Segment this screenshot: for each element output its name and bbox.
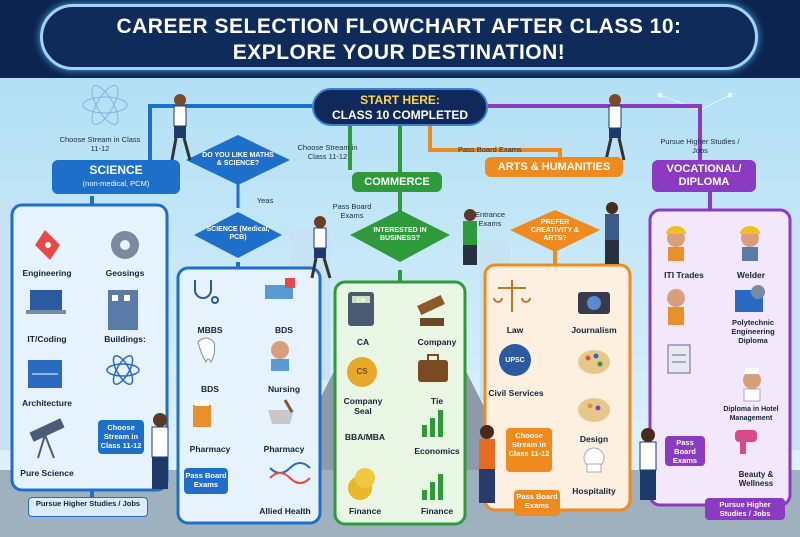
pcb-item-bds-1: BDS [254,325,314,335]
pcb-item-nursing: Nursing [254,384,314,394]
welder-icon [740,226,760,261]
pcb-item-mbbs: MBBS [180,325,240,335]
chef-hat-icon [584,448,604,472]
label-entrance: Entrance Exams [470,210,510,228]
pill-choose-left: Choose Stream in Class 11-12 [98,420,144,454]
pcb-item-pharmacy-1: Pharmacy [180,444,240,454]
commerce-item-finance-2: Finance [408,506,466,516]
commerce-item-company: Company [410,337,464,347]
pcm-item-pure-science: Pure Science [12,468,82,478]
voc-item-welder: Welder [718,270,784,280]
title-line-1: CAREER SELECTION FLOWCHART AFTER CLASS 1… [43,14,755,40]
commerce-item-tie: Tie [410,396,464,406]
laptop-icon [26,290,66,314]
calculator-ca-tag: CA [353,296,369,306]
student-figure-arts [605,202,619,264]
pill-pursue-left: Pursue Higher Studies / Jobs [28,497,148,517]
header-commerce: COMMERCE [352,172,442,192]
diamond-maths-text: DO YOU LIKE MATHS & SCIENCE? [200,152,276,168]
commerce-item-finance-1: Finance [336,506,394,516]
seal-cs-text: CS [350,367,374,377]
commerce-item-ca: CA [338,337,388,347]
gear-icon [111,231,139,259]
start-line-2: CLASS 10 COMPLETED [314,108,486,123]
pill-pass-board-left: Pass Board Exams [184,468,228,494]
start-node: START HERE: CLASS 10 COMPLETED [312,88,488,126]
pill-pursue-voc: Pursue Higher Studies / Jobs [705,498,785,520]
label-yes: Yeas [250,196,280,205]
worker-helmet-icon [666,226,686,261]
header-science-sub: (non-medical, PCM) [52,177,180,191]
voc-item-beauty: Beauty & Wellness [726,470,786,488]
label-choose-mid: Choose Stream in Class 11-12 [290,143,365,161]
arts-item-law: Law [490,325,540,335]
student-figure-bottom-right [640,428,656,500]
header-vocational: VOCATIONAL/ DIPLOMA [652,160,756,192]
start-line-1: START HERE: [314,93,486,108]
pcm-item-buildings: Buildings: [90,334,160,344]
nurse-icon [271,341,289,371]
palette-icon [578,350,610,374]
upsc-badge-text: UPSC [501,356,529,366]
chef-icon [743,368,761,401]
diamond-business-text: INTERESTED IN BUSINESS? [364,227,436,243]
medicine-bottle-icon [193,400,211,427]
pcm-item-it-coding: IT/Coding [12,334,82,344]
commerce-item-bba: BBA/MBA [336,432,394,442]
arts-item-hospitality: Hospitality [562,486,626,496]
commerce-item-economics: Economics [408,446,466,456]
camera-icon [578,292,610,314]
label-choose-left: Choose Stream in Class 11-12 [55,135,145,153]
pcm-item-architecture: Architecture [12,398,82,408]
pill-pass-board-voc: Pass Board Exams [665,436,705,466]
pcm-item-geosings: Geosings [90,268,160,278]
pill-choose-arts: Choose Stream in Class 11-12 [506,428,552,472]
pcb-item-allied-health: Allied Health [250,506,320,516]
pcm-item-engineering: Engineering [12,268,82,278]
arts-item-journalism: Journalism [562,325,626,335]
technician-icon [667,289,685,325]
blueprint-icon [28,360,62,388]
label-pass-board-arts: Pass Board Exams [458,145,538,154]
label-pass-board-mid: Pass Board Exams [330,202,374,220]
header-science-title: SCIENCE [52,163,180,177]
page-title: CAREER SELECTION FLOWCHART AFTER CLASS 1… [40,4,758,70]
building-icon [108,290,138,330]
voc-item-hotel-management: Diploma in Hotel Management [712,405,790,423]
arts-item-design: Design [562,434,626,444]
voc-item-iti-trades: ITI Trades [654,270,714,280]
pill-pass-board-arts: Pass Board Exams [514,490,560,516]
pcb-item-pharmacy-2: Pharmacy [254,444,314,454]
diamond-science-pcb-text: SCIENCE (Medical, PCB) [204,226,272,242]
commerce-item-company-seal: Company Seal [336,396,390,416]
pcb-item-bds-2: BDS [180,384,240,394]
arts-item-civil-services: Civil Services [488,388,544,398]
diamond-creativity-text: PREFER CREATIVITY & ARTS? [522,219,588,243]
title-line-2: EXPLORE YOUR DESTINATION! [43,40,755,66]
clipboard-icon [668,345,690,373]
label-pursue-right: Pursue Higher Studies / Jobs [655,137,745,155]
header-arts: ARTS & HUMANITIES [485,157,623,177]
design-palette-icon [578,398,610,422]
header-science: SCIENCE (non-medical, PCM) [52,160,180,194]
voc-item-polytechnic: Polytechnic Engineering Diploma [718,318,788,345]
